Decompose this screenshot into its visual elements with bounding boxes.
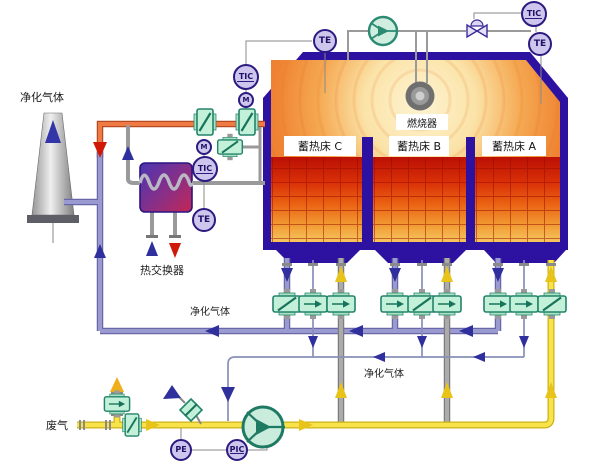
- motor-actuator-bypass: M: [196, 139, 212, 155]
- pe-sensor: PE: [170, 439, 192, 461]
- bedB-inlet-valve: [432, 288, 462, 320]
- purified-gas-label-stack: 净化气体: [20, 91, 64, 104]
- burner-icon: [405, 81, 435, 111]
- stack-flow-arrow: [45, 120, 61, 143]
- flow-arrows: [93, 142, 557, 431]
- tic-burner-indicator: TIC: [521, 1, 547, 27]
- hx-coil: [138, 173, 194, 191]
- tic-hx-indicator: TIC: [192, 156, 218, 182]
- bedC-inlet-valve: [326, 288, 356, 320]
- combustion-air-fan-icon: [367, 15, 399, 47]
- flanges: [79, 263, 556, 430]
- bedB-outlet-valve: [380, 288, 410, 320]
- hopper-b: [375, 250, 466, 263]
- bedA-outlet-valve: [483, 288, 513, 320]
- purified-gas-label-purge: 净化气体: [364, 369, 404, 380]
- arrow-hx-cold-in: [146, 241, 158, 256]
- bed-divider-right: [466, 137, 475, 242]
- heat-exchanger: [139, 162, 193, 238]
- bedC-outlet-valve: [271, 287, 303, 321]
- waste-gas-label: 废气: [46, 419, 68, 432]
- damper-actuator-icon: [163, 385, 181, 399]
- stack: [27, 112, 79, 243]
- purge-lines: [227, 260, 525, 421]
- pic-indicator: PIC: [226, 439, 248, 461]
- bedB-purge-valve: [406, 287, 438, 321]
- rto-chamber: [263, 52, 568, 263]
- purified-gas-label-return: 净化气体: [190, 307, 230, 318]
- hx-bypass: [242, 127, 262, 183]
- bed-divider-left: [362, 137, 373, 242]
- fuel-control-valve: [466, 19, 488, 39]
- te-bedc-sensor: TE: [313, 29, 337, 53]
- bed-a-label: 蓄热床 A: [482, 136, 546, 156]
- hx-bypass-valve: [216, 132, 244, 162]
- te-beda-sensor: TE: [528, 32, 552, 56]
- waste-gas-fan-icon: [241, 405, 285, 449]
- inlet-damper: [163, 385, 204, 425]
- bedC-purge-valve: [298, 288, 328, 320]
- arrow-up-hx-riser: [122, 146, 134, 160]
- motor-actuator-hotgas: M: [238, 92, 254, 108]
- waste-line-valve: [121, 413, 143, 437]
- hopper-a: [484, 250, 566, 263]
- arrow-up-to-stack: [94, 244, 106, 258]
- stack-base: [27, 215, 79, 223]
- hot-gas-valve-1: [192, 107, 218, 137]
- hot-gas-valve-2: [234, 107, 260, 137]
- te-hx-sensor: TE: [192, 208, 216, 232]
- arrow-purge-down: [221, 387, 235, 402]
- bed-b-label: 蓄热床 B: [389, 136, 449, 156]
- bedA-purge-valve: [509, 288, 539, 320]
- tic-hotgas-indicator: TIC: [233, 64, 259, 90]
- bedA-inlet-valve: [536, 287, 568, 321]
- arrow-down-red: [93, 142, 107, 158]
- burner-lines: [347, 30, 531, 83]
- arrow-hx-hot-out: [169, 243, 181, 258]
- heat-exchanger-label: 热交换器: [140, 264, 184, 277]
- burner-label: 燃烧器: [396, 114, 448, 130]
- bed-c-label: 蓄热床 C: [284, 136, 356, 156]
- heat-exchanger-body: [139, 162, 193, 213]
- arrow-vent-up: [110, 377, 124, 392]
